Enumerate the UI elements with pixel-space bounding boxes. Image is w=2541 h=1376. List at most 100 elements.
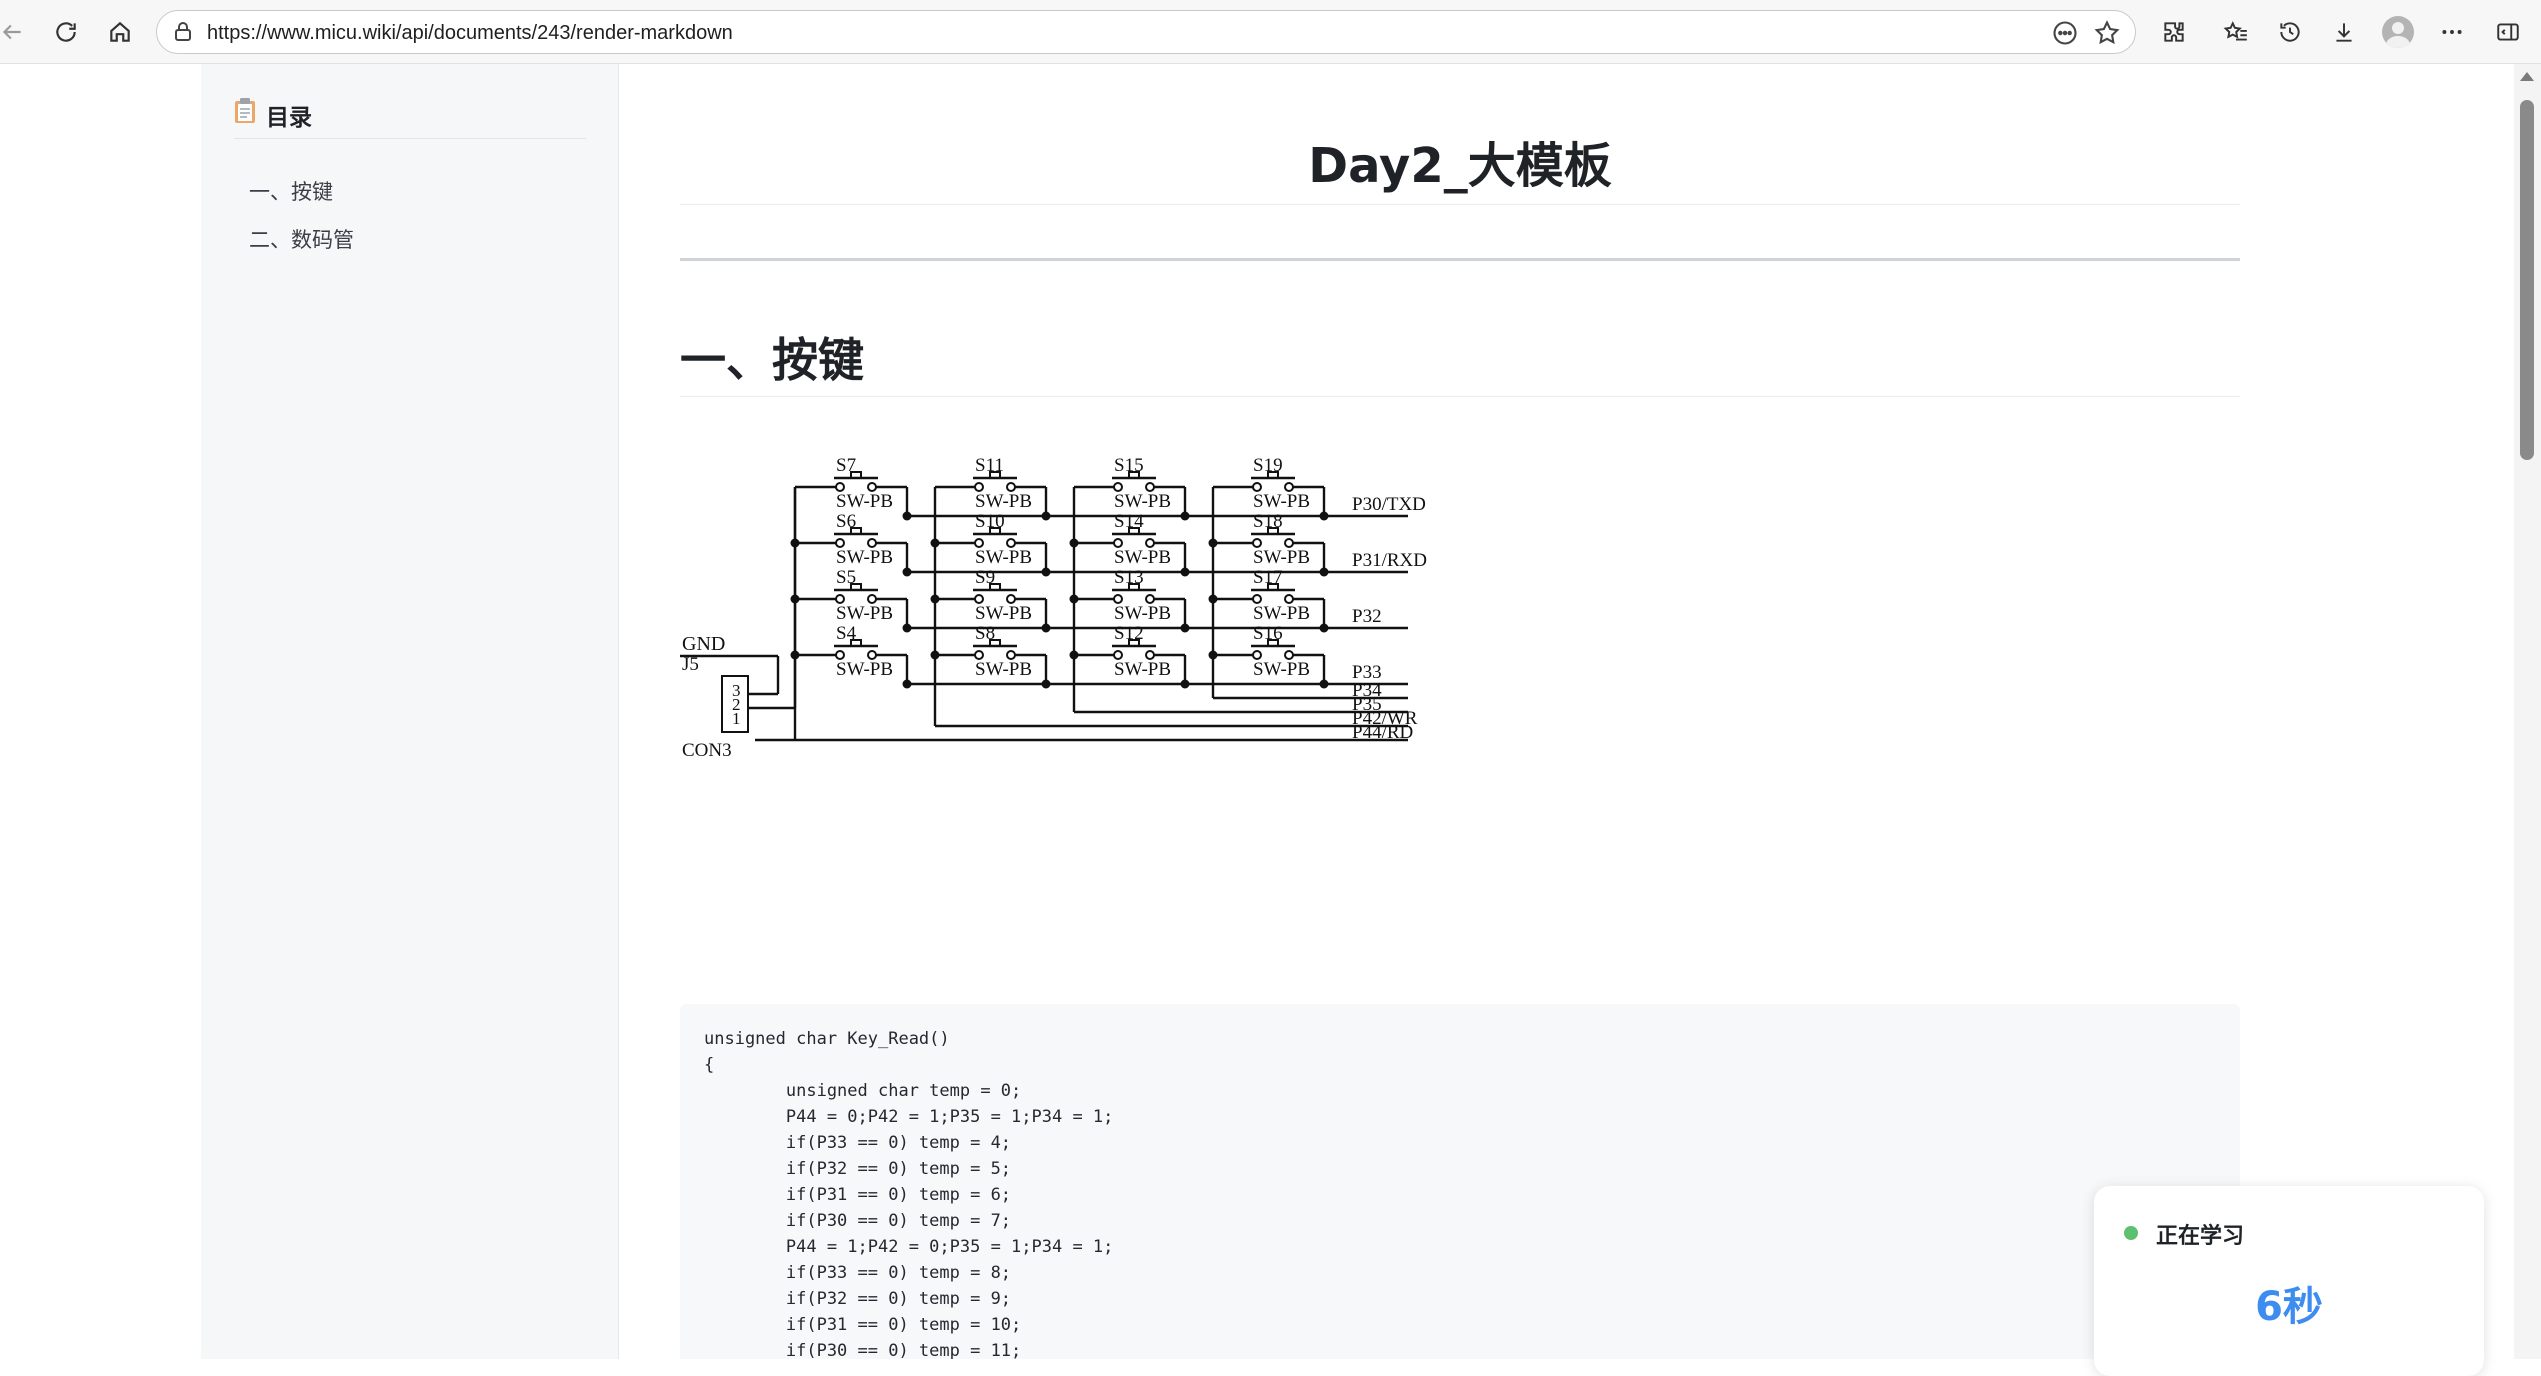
switch-contact <box>1006 482 1016 492</box>
url-text[interactable]: https://www.micu.wiki/api/documents/243/… <box>207 22 733 44</box>
row-net-label: P32 <box>1352 606 1382 627</box>
code-line: unsigned char temp = 0; <box>704 1081 1022 1101</box>
extensions-icon[interactable] <box>2154 12 2194 52</box>
code-line: P44 = 1;P42 = 0;P35 = 1;P34 = 1; <box>704 1237 1114 1257</box>
switch-ref-label: S15 <box>1114 455 1144 476</box>
junction-dot <box>1041 511 1051 521</box>
connector-body <box>721 675 749 733</box>
switch-plunger <box>1128 583 1140 591</box>
code-line: if(P31 == 0) temp = 6; <box>704 1185 1012 1205</box>
junction-dot <box>902 623 912 633</box>
switch-contact <box>1113 594 1123 604</box>
switch-contact <box>867 650 877 660</box>
switch-type-label: SW-PB <box>975 603 1032 624</box>
switch-plunger <box>850 527 862 535</box>
junction-dot <box>1041 567 1051 577</box>
switch-contact <box>835 538 845 548</box>
connector-name-label: CON3 <box>682 740 732 761</box>
download-icon[interactable] <box>2324 12 2364 52</box>
status-dot <box>2124 1226 2138 1240</box>
code-line: if(P33 == 0) temp = 4; <box>704 1133 1012 1153</box>
section-heading-keys: 一、按键 <box>680 333 864 387</box>
history-icon[interactable] <box>2270 12 2310 52</box>
toc-item-keys[interactable]: 一、按键 <box>249 180 333 204</box>
favorites-list-icon[interactable] <box>2216 12 2256 52</box>
switch-ref-label: S14 <box>1114 511 1144 532</box>
code-line: if(P33 == 0) temp = 8; <box>704 1263 1012 1283</box>
favorite-star-icon[interactable] <box>2093 19 2121 47</box>
more-options-icon[interactable] <box>2432 12 2472 52</box>
connector-pin-label: 1 <box>732 709 741 728</box>
junction-dot <box>1208 594 1218 604</box>
lock-icon[interactable] <box>171 20 195 44</box>
junction-dot <box>1319 623 1329 633</box>
code-line: if(P31 == 0) temp = 10; <box>704 1315 1022 1335</box>
switch-ref-label: S17 <box>1253 567 1283 588</box>
switch-type-label: SW-PB <box>1253 547 1310 568</box>
switch-contact <box>1252 594 1262 604</box>
connector-pin-label: 2 <box>732 695 741 714</box>
heading-divider <box>680 396 2240 397</box>
browser-toolbar: https://www.micu.wiki/api/documents/243/… <box>0 0 2541 64</box>
switch-type-label: SW-PB <box>1114 547 1171 568</box>
switch-plunger <box>989 471 1001 479</box>
toc-sidebar: 目录 一、按键 二、数码管 <box>201 64 619 1359</box>
junction-dot <box>1319 567 1329 577</box>
switch-ref-label: S11 <box>975 455 1004 476</box>
switch-type-label: SW-PB <box>1114 603 1171 624</box>
switch-plunger <box>1267 639 1279 647</box>
switch-contact <box>867 538 877 548</box>
connector-pin-label: 3 <box>732 681 741 700</box>
switch-type-label: SW-PB <box>1114 491 1171 512</box>
back-icon[interactable] <box>0 12 32 52</box>
code-line: unsigned char Key_Read() <box>704 1029 950 1049</box>
switch-contact <box>867 482 877 492</box>
switch-plunger <box>850 471 862 479</box>
junction-dot <box>902 511 912 521</box>
row-net-label: P31/RXD <box>1352 550 1427 571</box>
junction-dot <box>1069 538 1079 548</box>
switch-contact <box>1113 538 1123 548</box>
switch-contact <box>1252 482 1262 492</box>
switch-type-label: SW-PB <box>1114 659 1171 680</box>
gnd-label: GND <box>682 633 725 655</box>
col-net-label: P34 <box>1352 680 1382 701</box>
switch-contact <box>1006 538 1016 548</box>
junction-dot <box>1180 623 1190 633</box>
refresh-icon[interactable] <box>46 12 86 52</box>
switch-contact <box>1006 650 1016 660</box>
switch-ref-label: S18 <box>1253 511 1283 532</box>
reader-mode-icon[interactable] <box>2051 19 2079 47</box>
switch-contact <box>1284 594 1294 604</box>
switch-plunger <box>989 639 1001 647</box>
switch-type-label: SW-PB <box>1253 603 1310 624</box>
switch-contact <box>974 482 984 492</box>
scroll-up-arrow-icon[interactable] <box>2520 72 2534 81</box>
key-matrix-schematic: S7SW-PBS11SW-PBS15SW-PBS19SW-PBS6SW-PBS1… <box>680 455 1427 761</box>
switch-contact <box>974 594 984 604</box>
learning-timer-widget[interactable]: 正在学习 6秒 <box>2094 1186 2484 1376</box>
switch-contact <box>1006 594 1016 604</box>
junction-dot <box>1041 679 1051 689</box>
toc-item-display[interactable]: 二、数码管 <box>249 228 354 252</box>
junction-dot <box>1180 567 1190 577</box>
switch-contact <box>867 594 877 604</box>
col-net-label: P35 <box>1352 694 1382 715</box>
junction-dot <box>1208 650 1218 660</box>
junction-dot <box>1041 623 1051 633</box>
junction-dot <box>930 538 940 548</box>
scrollbar-thumb[interactable] <box>2520 100 2534 460</box>
page-scrollbar[interactable] <box>2514 64 2541 1359</box>
learning-status-label: 正在学习 <box>2156 1224 2245 1249</box>
home-icon[interactable] <box>100 12 140 52</box>
code-line: if(P32 == 0) temp = 9; <box>704 1289 1012 1309</box>
profile-avatar-icon[interactable] <box>2382 16 2414 48</box>
switch-plunger <box>989 527 1001 535</box>
address-bar[interactable]: https://www.micu.wiki/api/documents/243/… <box>156 10 2136 54</box>
switch-ref-label: S8 <box>975 623 995 644</box>
switch-contact <box>1145 594 1155 604</box>
sidebar-toggle-icon[interactable] <box>2488 12 2528 52</box>
switch-plunger <box>1128 639 1140 647</box>
switch-type-label: SW-PB <box>975 659 1032 680</box>
